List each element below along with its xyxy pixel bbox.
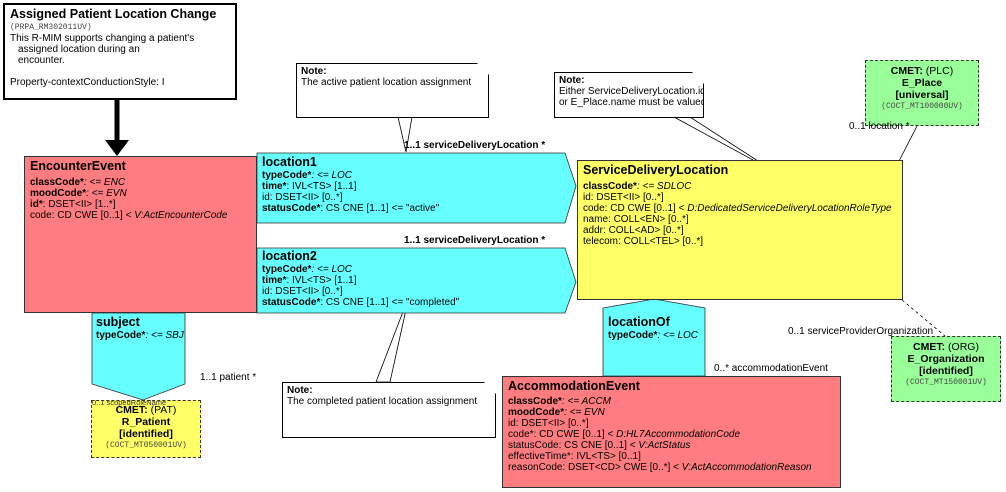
locationof-participation: locationOf typeCode*: <= LOC (608, 315, 704, 341)
encounter-event-title: EncounterEvent (30, 159, 126, 173)
header-box: Assigned Patient Location Change (PRPA_R… (3, 3, 237, 100)
header-arrow-head (105, 140, 129, 156)
diagram-description-line1: This R-MIM supports changing a patient's (10, 33, 195, 44)
encounter-id: id*: DSET<II> [1..*] (30, 199, 116, 210)
location1-statuscode: statusCode*: CS CNE [1..1] <= "active" (262, 203, 440, 214)
place-association-line (896, 125, 918, 166)
cmet-e-place: CMET: (PLC) E_Place [universal] (COCT_MT… (865, 60, 979, 126)
location1-typecode: typeCode*: <= LOC (262, 170, 353, 181)
sdl-telecom: telecom: COLL<TEL> [0..*] (583, 236, 704, 247)
cmet-patient-id: (COCT_MT050001UV) (105, 441, 187, 450)
cmet-e-organization: CMET: (ORG) E_Organization [identified] … (891, 336, 1001, 402)
accommodation-statuscode: statusCode: CS CNE [0..1] < V:ActStatus (508, 440, 691, 451)
cmet-patient-name: R_Patient (121, 416, 171, 428)
scoped-role-label: 0..1 scopedRoleName (92, 398, 167, 407)
encounter-code: code: CD CWE [0..1] < V:ActEncounterCode (30, 210, 228, 221)
location1-participation: location1 typeCode*: <= LOC time*: IVL<T… (262, 155, 562, 214)
location2-id: id: DSET<II> [0..*] (262, 286, 343, 297)
cmet-place-id: (COCT_MT100000UV) (881, 102, 963, 111)
accommodation-reasoncode: reasonCode: DSET<CD> CWE [0..*] < V:ActA… (508, 462, 812, 473)
note3-title: Note: (287, 385, 313, 396)
diagram-title: Assigned Patient Location Change (10, 7, 217, 21)
accommodation-moodcode: moodCode*: <= EVN (508, 407, 605, 418)
location2-statuscode: statusCode*: CS CNE [1..1] <= "completed… (262, 297, 460, 308)
accommodation-classcode: classCode*: <= ACCM (508, 396, 612, 407)
accommodation-effectivetime: effectiveTime*: IVL<TS> [0..1] (508, 451, 641, 462)
note2-text-line2: or E_Place.name must be valued (559, 97, 707, 108)
conduction-style: Property-contextConductionStyle: I (10, 77, 165, 88)
cmet-org-name: E_Organization (907, 353, 985, 365)
accommodation-code: code*: CD CWE [0..1] < D:HL7Accommodatio… (508, 429, 741, 440)
location1-time: time*: IVL<TS> [1..1] (262, 181, 357, 192)
location2-time: time*: IVL<TS> [1..1] (262, 275, 357, 286)
note1-text: The active patient location assignment (301, 77, 472, 88)
accommodation-id: id: DSET<II> [0..*] (508, 418, 589, 429)
location-cardinality-label: 0..1 location * (849, 121, 910, 132)
location1-title: location1 (262, 155, 317, 169)
locationof-title: locationOf (608, 315, 670, 329)
location2-title: location2 (262, 249, 317, 263)
note2-title: Note: (559, 75, 585, 86)
cmet-place-attribution: [universal] (895, 89, 949, 101)
cmet-org-id: (COCT_MT150001UV) (905, 378, 987, 387)
diagram-description-line3: encounter. (18, 55, 65, 66)
note2-text-line1: Either ServiceDeliveryLocation.id (559, 86, 706, 97)
note-sdl-valued: Note: Either ServiceDeliveryLocation.id … (554, 72, 704, 118)
note3-pointer (375, 295, 410, 383)
sdl1-cardinality-label: 1..1 serviceDeliveryLocation * (404, 140, 546, 151)
locationof-typecode: typeCode*: <= LOC (608, 330, 699, 341)
subject-participation: subject typeCode*: <= SBJ (96, 315, 186, 341)
accommodation-cardinality-label: 0..* accommodationEvent (714, 363, 828, 374)
encounter-classcode: classCode*: <= ENC (30, 177, 126, 188)
sdl-name: name: COLL<EN> [0..*] (583, 214, 689, 225)
subject-typecode: typeCode*: <= SBJ (96, 330, 184, 341)
encounter-event-class: EncounterEvent classCode*: <= ENC moodCo… (24, 156, 257, 313)
note1-title: Note: (301, 66, 327, 77)
cmet-patient-type: CMET: (PAT) (115, 404, 177, 416)
patient-cardinality-label: 1..1 patient * (200, 372, 257, 383)
cmet-org-attribution: [identified] (919, 365, 973, 377)
cmet-org-type: CMET: (ORG) (913, 341, 979, 353)
note3-text: The completed patient location assignmen… (287, 396, 478, 407)
sdl2-cardinality-label: 1..1 serviceDeliveryLocation * (404, 235, 546, 246)
sdl-addr: addr: COLL<AD> [0..*] (583, 225, 684, 236)
encounter-moodcode: moodCode*: <= EVN (30, 188, 127, 199)
sdl-classcode: classCode*: <= SDLOC (583, 181, 692, 192)
location2-typecode: typeCode*: <= LOC (262, 264, 353, 275)
note-active-location: Note: The active patient location assign… (296, 63, 489, 118)
cmet-r-patient: CMET: (PAT) R_Patient [identified] (COCT… (91, 400, 201, 458)
sdl-title: ServiceDeliveryLocation (583, 163, 729, 177)
sdl-id: id: DSET<II> [0..*] (583, 192, 664, 203)
cmet-place-name: E_Place (901, 77, 943, 89)
location2-participation: location2 typeCode*: <= LOC time*: IVL<T… (262, 249, 562, 308)
accommodation-title: AccommodationEvent (508, 379, 640, 393)
accommodation-event-class: AccommodationEvent classCode*: <= ACCM m… (502, 376, 841, 488)
note-completed-location: Note: The completed patient location ass… (282, 382, 496, 438)
provider-cardinality-label: 0..1 serviceProviderOrganization (788, 326, 934, 337)
service-delivery-location-class: ServiceDeliveryLocation classCode*: <= S… (577, 160, 903, 300)
cmet-place-type: CMET: (PLC) (890, 65, 954, 77)
subject-title: subject (96, 315, 140, 329)
cmet-patient-attribution: [identified] (119, 428, 173, 440)
location1-id: id: DSET<II> [0..*] (262, 192, 343, 203)
diagram-description-line2: assigned location during an (18, 44, 140, 55)
diagram-id: (PRPA_RM302011UV) (10, 23, 92, 32)
sdl-code: code: CD CWE [0..1] < D:DedicatedService… (583, 203, 892, 214)
